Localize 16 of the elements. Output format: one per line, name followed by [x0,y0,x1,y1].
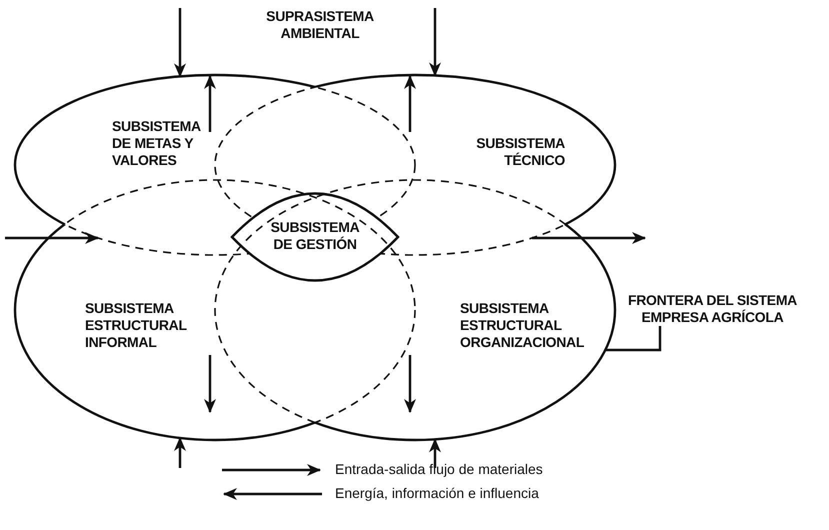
arrow [174,437,186,468]
legend-text: Entrada-salida flujo de materiales [335,461,543,477]
boundary-label: FRONTERA DEL SISTEMA EMPRESA AGRÍCOLA [600,292,825,326]
leader-line [605,326,662,352]
environment-label: SUPRASISTEMA AMBIENTAL [265,8,375,42]
legend-text: Energía, información e influencia [335,485,539,501]
arrow [532,232,646,244]
subsystem-label: SUBSISTEMA DE GESTIÓN [270,219,360,253]
arrow [174,8,186,78]
subsystem-label: SUBSISTEMA ESTRUCTURAL ORGANIZACIONAL [460,300,586,351]
subsystem-label: SUBSISTEMA TÉCNICO [475,135,565,169]
subsystem-label: SUBSISTEMA ESTRUCTURAL INFORMAL [85,300,188,351]
arrow [429,438,441,468]
subsystem-label: SUBSISTEMA DE METAS Y VALORES [112,118,202,169]
arrow [5,232,100,244]
arrow [429,8,441,76]
